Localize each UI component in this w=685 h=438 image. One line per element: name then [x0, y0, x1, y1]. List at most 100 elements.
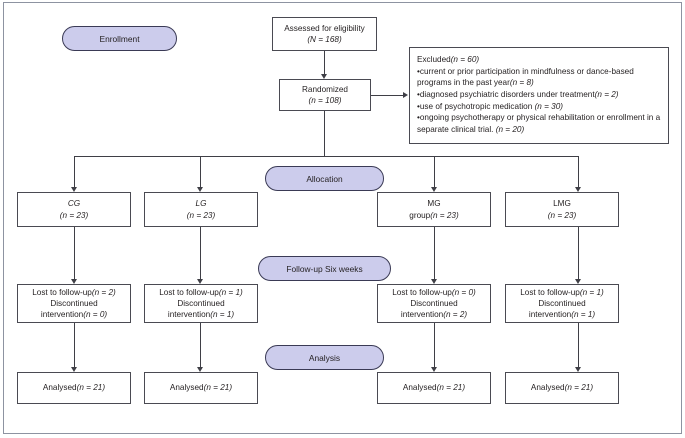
allocation-count-mg: (n = 23): [430, 210, 459, 220]
arrow-randomized-to-excluded: [403, 91, 408, 98]
followup-disc-label-lmg: Discontinued: [538, 298, 586, 308]
randomized-box: Randomized (n = 108): [279, 79, 371, 111]
excluded-heading: Excluded: [417, 55, 451, 64]
allocation-box-lmg: LMG (n = 23): [505, 192, 619, 227]
excluded-reason-1-count: (n = 8): [509, 78, 534, 88]
assessed-for-eligibility-box: Assessed for eligibility (N = 168): [272, 17, 377, 51]
connector-cg-to-analysis: [74, 323, 75, 368]
allocation-box-cg: CG (n = 23): [17, 192, 131, 227]
arrow-bus-to-mg: [430, 187, 437, 192]
allocation-label-lmg: LMG: [553, 199, 571, 209]
allocation-count-lg: (n = 23): [186, 210, 216, 220]
analysis-box-lg: Analysed(n = 21): [144, 372, 258, 404]
connector-bus-to-lmg: [578, 156, 579, 188]
connector-randomized-to-bus: [324, 111, 325, 157]
analysis-box-mg: Analysed(n = 21): [377, 372, 491, 404]
bullet-glyph: •: [417, 113, 420, 123]
connector-lmg-to-followup: [578, 227, 579, 280]
stage-pill-analysis: Analysis: [265, 345, 384, 370]
followup-disc-label-cg: Discontinued: [50, 298, 98, 308]
followup-lost-count-cg: (n = 2): [91, 287, 116, 297]
followup-disc-word-cg: intervention: [40, 310, 84, 320]
followup-disc-word-lg: intervention: [167, 310, 211, 320]
stage-label-enrollment: Enrollment: [99, 33, 140, 44]
followup-box-lg: Lost to follow-up (n = 1) Discontinued in…: [144, 284, 258, 323]
followup-lost-label-mg: Lost to follow-up: [392, 287, 452, 297]
stage-pill-followup: Follow-up Six weeks: [258, 256, 391, 281]
arrow-mg-to-analysis: [430, 367, 437, 372]
arrow-cg-to-followup: [70, 279, 77, 284]
followup-disc-label-mg: Discontinued: [410, 298, 458, 308]
arrow-bus-to-cg: [70, 187, 77, 192]
stage-pill-enrollment: Enrollment: [62, 26, 177, 51]
followup-disc-count-mg: (n = 2): [443, 310, 468, 320]
followup-disc-count-lmg: (n = 1): [571, 310, 596, 320]
allocation-label-cg: CG: [67, 199, 81, 209]
followup-lost-label-cg: Lost to follow-up: [32, 287, 92, 297]
stage-pill-allocation: Allocation: [265, 166, 384, 191]
followup-disc-label-lg: Discontinued: [177, 298, 225, 308]
allocation-box-lg: LG (n = 23): [144, 192, 258, 227]
followup-lost-count-lmg: (n = 1): [579, 287, 604, 297]
randomized-label: Randomized: [302, 84, 348, 94]
arrow-lg-to-analysis: [196, 367, 203, 372]
analysis-count-cg: (n = 21): [76, 383, 106, 393]
followup-lost-label-lg: Lost to follow-up: [159, 287, 219, 297]
connector-assessed-to-randomized: [324, 51, 325, 75]
arrow-bus-to-lmg: [574, 187, 581, 192]
stage-label-analysis: Analysis: [308, 352, 341, 363]
excluded-reason-3-count: (n = 30): [534, 101, 564, 111]
followup-box-lmg: Lost to follow-up(n = 1) Discontinued in…: [505, 284, 619, 323]
followup-disc-word-lmg: intervention: [528, 310, 572, 320]
connector-bus-to-cg: [74, 156, 75, 188]
analysis-count-mg: (n = 21): [436, 383, 466, 393]
stage-label-followup: Follow-up Six weeks: [286, 263, 363, 274]
bullet-glyph: •: [417, 101, 420, 111]
allocation-distribution-bus: [74, 156, 579, 157]
analysis-count-lg: (n = 21): [203, 383, 233, 393]
analysis-label-lg: Analysed: [169, 383, 204, 393]
analysis-label-lmg: Analysed: [530, 383, 565, 393]
bullet-glyph: •: [417, 89, 420, 99]
followup-lost-label-lmg: Lost to follow-up: [520, 287, 580, 297]
excluded-reason-2-count: (n = 2): [594, 89, 619, 99]
followup-disc-count-lg: (n = 1): [210, 310, 235, 320]
allocation-label-mg: MG: [427, 199, 441, 209]
connector-mg-to-followup: [434, 227, 435, 280]
connector-bus-to-lg: [200, 156, 201, 188]
arrow-cg-to-analysis: [70, 367, 77, 372]
connector-cg-to-followup: [74, 227, 75, 280]
connector-lg-to-analysis: [200, 323, 201, 368]
arrow-bus-to-lg: [196, 187, 203, 192]
connector-lg-to-followup: [200, 227, 201, 280]
excluded-reason-4: ongoing psychotherapy or physical rehabi…: [417, 113, 661, 134]
excluded-reason-4-count: (n = 20): [495, 124, 525, 134]
excluded-reason-1: current or prior participation in mindfu…: [417, 66, 634, 88]
allocation-label-lg: LG: [195, 199, 207, 209]
followup-disc-word-mg: intervention: [400, 310, 444, 320]
analysis-box-lmg: Analysed(n = 21): [505, 372, 619, 404]
connector-randomized-to-excluded: [371, 95, 404, 96]
analysis-box-cg: Analysed(n = 21): [17, 372, 131, 404]
arrow-lmg-to-followup: [574, 279, 581, 284]
arrow-assessed-to-randomized: [320, 74, 327, 79]
assessed-label: Assessed for eligibility: [284, 23, 365, 33]
allocation-box-mg: MG group(n = 23): [377, 192, 491, 227]
stage-label-allocation: Allocation: [306, 173, 343, 184]
bullet-glyph: •: [417, 66, 420, 76]
analysis-count-lmg: (n = 21): [564, 383, 594, 393]
followup-lost-count-mg: (n = 0): [451, 287, 476, 297]
arrow-lmg-to-analysis: [574, 367, 581, 372]
excluded-reason-2: diagnosed psychiatric disorders under tr…: [419, 89, 595, 99]
connector-lmg-to-analysis: [578, 323, 579, 368]
excluded-heading-count: (n = 60): [450, 55, 480, 64]
followup-box-cg: Lost to follow-up(n = 2) Discontinued in…: [17, 284, 131, 323]
followup-box-mg: Lost to follow-up(n = 0) Discontinued in…: [377, 284, 491, 323]
assessed-count: (N = 168): [307, 35, 342, 44]
analysis-label-mg: Analysed: [402, 383, 437, 393]
analysis-label-cg: Analysed: [42, 383, 77, 393]
connector-mg-to-analysis: [434, 323, 435, 368]
arrow-mg-to-followup: [430, 279, 437, 284]
allocation-count-cg: (n = 23): [59, 210, 89, 220]
